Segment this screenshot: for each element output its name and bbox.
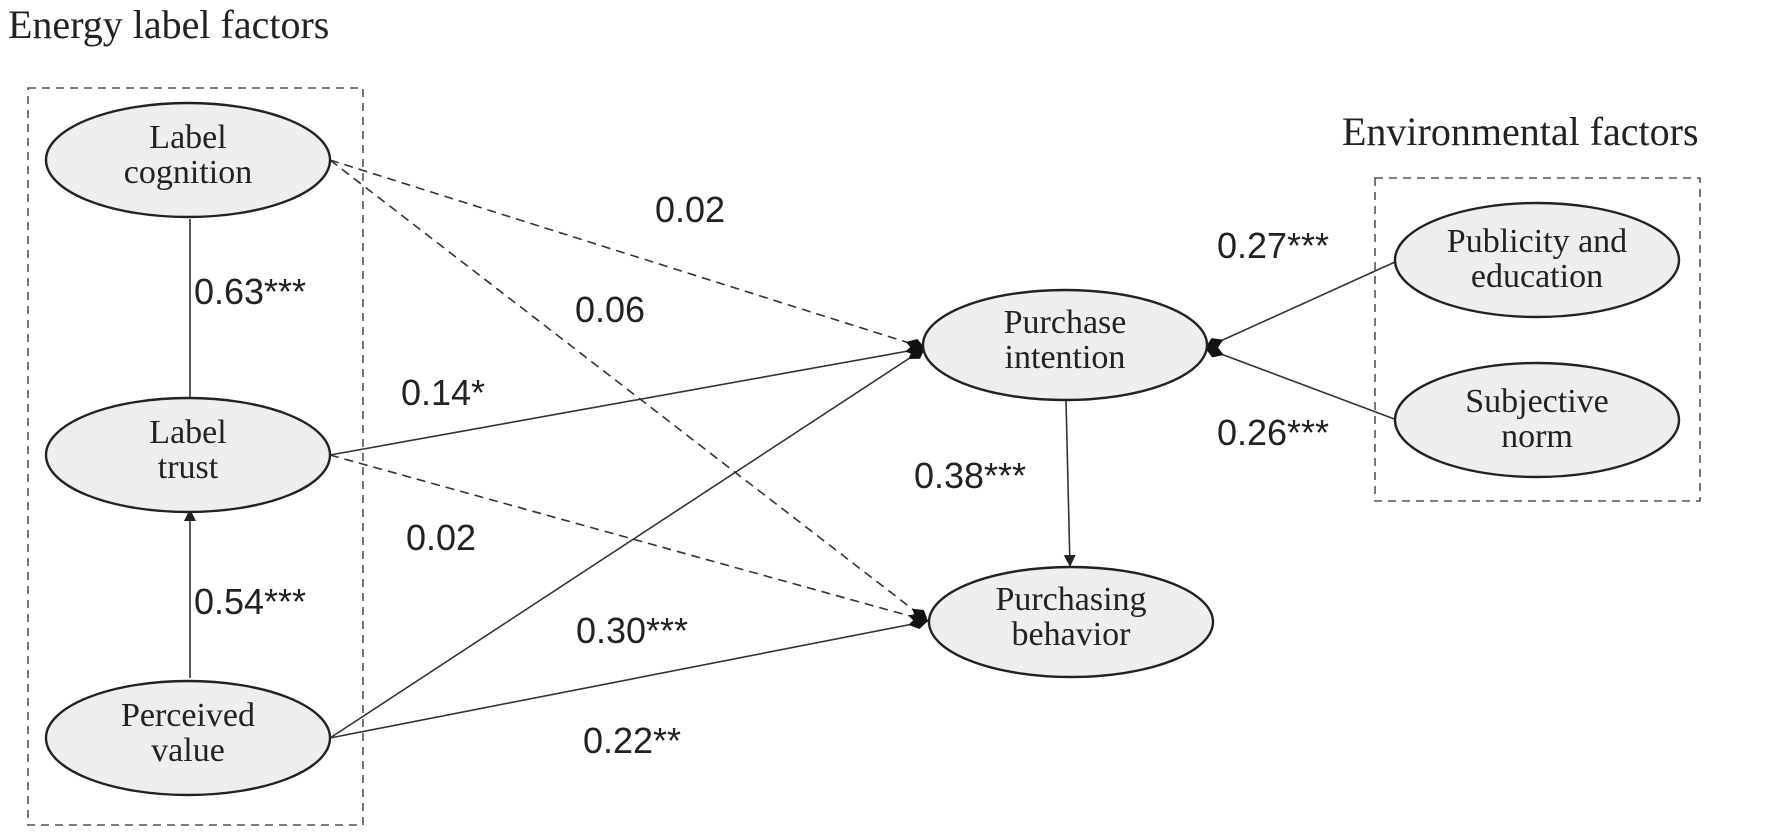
node-perceived-value-line1: Perceived	[121, 697, 255, 734]
node-publicity-and-education-line1: Publicity and	[1447, 223, 1627, 260]
coef-cognition-trust: 0.63***	[194, 271, 306, 312]
node-label-cognition: Label cognition	[44, 101, 332, 219]
edge-trust-to-behavior	[329, 454, 929, 625]
node-label-cognition-line1: Label	[149, 119, 226, 156]
node-label-trust-line2: trust	[158, 449, 219, 486]
node-label-cognition-line2: cognition	[124, 154, 252, 191]
edge-intention-to-behavior	[1063, 399, 1076, 568]
coef-publicity-intention: 0.27***	[1217, 225, 1329, 266]
coefficients: 0.63*** 0.54*** 0.02 0.06 0.14* 0.02 0.3…	[194, 189, 1329, 761]
node-purchase-intention-line1: Purchase	[1004, 304, 1127, 341]
node-perceived-value-line2: value	[151, 732, 225, 769]
energy-label-factors-title: Energy label factors	[8, 2, 329, 47]
coef-value-behavior: 0.22**	[583, 720, 681, 761]
edge-cognition-to-behavior	[329, 159, 929, 622]
node-label-trust: Label trust	[44, 396, 332, 514]
node-publicity-and-education: Publicity and education	[1393, 201, 1681, 319]
node-subjective-norm: Subjective norm	[1393, 361, 1681, 479]
edge-norm-to-intention	[1204, 345, 1398, 421]
environmental-factors-box	[1374, 177, 1701, 502]
coef-cognition-behavior: 0.06	[575, 289, 645, 330]
node-purchase-intention-line2: intention	[1005, 339, 1126, 376]
node-purchase-intention: Purchase intention	[921, 288, 1209, 402]
edge-trust-to-intention	[329, 343, 926, 456]
coef-value-trust: 0.54***	[194, 581, 306, 622]
edge-publicity-to-intention	[1204, 261, 1396, 350]
edge-value-to-intention	[329, 347, 926, 739]
coef-intention-behavior: 0.38***	[914, 455, 1026, 496]
coef-value-intention: 0.30***	[576, 610, 688, 651]
node-purchasing-behavior-line1: Purchasing	[995, 581, 1146, 618]
node-subjective-norm-line1: Subjective	[1465, 383, 1609, 420]
coef-trust-intention: 0.14*	[401, 372, 485, 413]
node-label-trust-line1: Label	[149, 414, 226, 451]
node-publicity-and-education-line2: education	[1471, 258, 1603, 295]
node-subjective-norm-line2: norm	[1501, 418, 1573, 455]
edge-value-to-behavior	[329, 616, 929, 739]
coef-trust-behavior: 0.02	[406, 517, 476, 558]
node-perceived-value: Perceived value	[44, 679, 332, 797]
energy-label-factors-box	[27, 87, 364, 826]
environmental-factors-title: Environmental factors	[1342, 109, 1699, 154]
coef-norm-intention: 0.26***	[1217, 412, 1329, 453]
node-purchasing-behavior-line2: behavior	[1012, 616, 1132, 653]
edges	[184, 159, 1398, 739]
node-purchasing-behavior: Purchasing behavior	[927, 565, 1215, 679]
coef-cognition-intention: 0.02	[655, 189, 725, 230]
